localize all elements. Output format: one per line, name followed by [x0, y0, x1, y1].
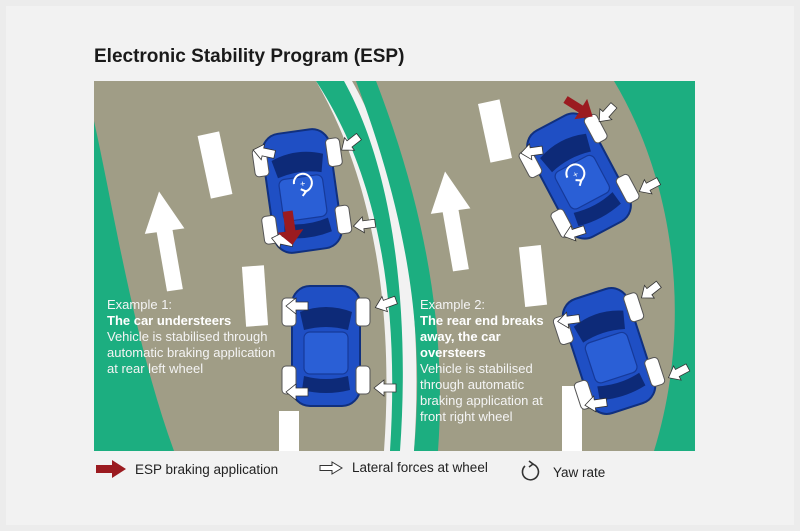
example-1-heading: The car understeers [107, 313, 232, 328]
legend-item-yaw-rate: Yaw rate [520, 460, 605, 484]
direction-arrow-right [430, 171, 471, 272]
example-2-description: Vehicle is stabilised through automatic … [420, 361, 543, 424]
lateral-force-arrow-icon [319, 460, 343, 475]
example-1-description: Vehicle is stabilised through automatic … [107, 329, 276, 376]
right-lane-markings [478, 99, 582, 451]
example-1-label: Example 1: [107, 297, 173, 312]
car-example2-top [510, 96, 663, 251]
left-lane-markings [197, 131, 299, 451]
road-illustration: + [94, 81, 695, 451]
diagram-title: Electronic Stability Program (ESP) [94, 46, 405, 67]
road-panel: + [94, 81, 695, 451]
legend-label-lateral-forces: Lateral forces at wheel [352, 460, 488, 475]
example-2-heading: The rear end breaks away, the car overst… [420, 313, 544, 360]
left-verge [94, 121, 174, 451]
legend-item-lateral-forces: Lateral forces at wheel [319, 460, 488, 475]
esp-brake-arrow-rear-left [277, 210, 304, 245]
esp-brake-arrow-front-right [563, 96, 593, 120]
esp-braking-arrow-icon [96, 460, 126, 478]
example-2-label: Example 2: [420, 297, 486, 312]
legend-label-yaw-rate: Yaw rate [553, 464, 606, 480]
middle-verge-left [316, 81, 403, 451]
legend-label-esp-braking: ESP braking application [135, 461, 279, 477]
legend: ESP braking application Lateral forces a… [94, 460, 695, 484]
legend-item-esp-braking: ESP braking application [96, 460, 278, 478]
example-2-text: Example 2: The rear end breaks away, the… [420, 297, 555, 425]
right-verge [614, 81, 695, 451]
middle-verge-right [356, 81, 440, 451]
road-divider-light [316, 81, 417, 451]
car-example1-top [249, 124, 377, 258]
direction-arrow-left [144, 191, 185, 292]
example-1-text: Example 1: The car understeers Vehicle i… [107, 297, 277, 377]
yaw-rate-icon-legend [521, 460, 540, 481]
